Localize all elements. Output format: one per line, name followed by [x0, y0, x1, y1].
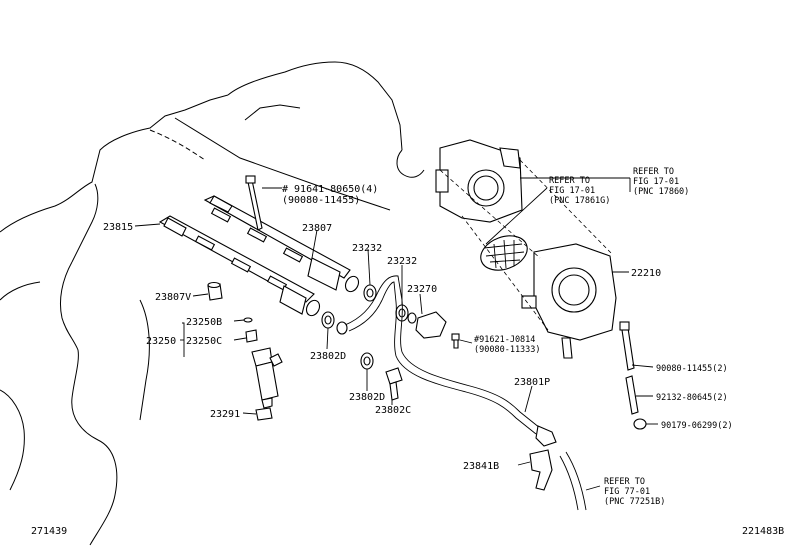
mesh-screen-icon: [480, 235, 528, 271]
footer-left-code: 271439: [31, 526, 67, 537]
label-22210: 22210: [631, 268, 661, 279]
label-bolt-90080-top: (90080-11455): [282, 195, 360, 206]
throttle-body-22210: [521, 243, 617, 359]
leader-lines: [134, 177, 658, 491]
fuel-rail-23815: [158, 215, 321, 317]
label-23250: 23250: [146, 336, 176, 347]
label-23815: 23815: [103, 222, 133, 233]
label-23801p: 23801P: [514, 377, 550, 388]
ref-fig77-line3: (PNC 77251B): [604, 497, 665, 507]
nut-90179-icon: [633, 418, 647, 430]
ref-fig17-right: REFER TO FIG 17-01 (PNC 17860): [633, 167, 689, 197]
label-bolt-91641: # 91641-80650(4): [282, 184, 378, 195]
ref-fig17-right-line3: (PNC 17860): [633, 187, 689, 197]
label-23232-b: 23232: [387, 256, 417, 267]
assembly-dashes-throttle: [439, 159, 613, 331]
label-90080-mid: (90080-11333): [474, 345, 541, 355]
gasket-23802d-a-icon: [321, 311, 335, 329]
label-90080-right: 90080-11455(2): [656, 364, 728, 374]
fuel-pipe-23801p: [336, 275, 557, 447]
label-23232-a: 23232: [352, 243, 382, 254]
label-23802d-a: 23802D: [310, 351, 346, 362]
seal-23291-icon: [255, 407, 273, 421]
stud-92132-icon: [625, 375, 639, 415]
label-92132: 92132-80645(2): [656, 393, 728, 403]
bolt-91621-icon: [451, 333, 460, 349]
label-23291: 23291: [210, 409, 240, 420]
label-23807v: 23807V: [155, 292, 191, 303]
ref-fig17-left-line2: FIG 17-01: [549, 186, 595, 196]
footer-right-code: 221483B: [742, 526, 784, 537]
throttle-body-upper: [435, 139, 523, 223]
ref-fig77-line1: REFER TO: [604, 477, 645, 487]
label-90179: 90179-06299(2): [661, 421, 733, 431]
label-23807: 23807: [302, 223, 332, 234]
ref-fig17-left: REFER TO FIG 17-01 (PNC 17861G): [549, 176, 610, 206]
bracket-23841b-icon: [529, 449, 587, 511]
label-23250c: 23250C: [186, 336, 222, 347]
ref-fig17-left-line3: (PNC 17861G): [549, 196, 610, 206]
insulator-23807v-icon: [207, 281, 223, 301]
bolt-91641-icon: [245, 175, 263, 231]
ref-fig17-left-line1: REFER TO: [549, 176, 590, 186]
ref-fig77: REFER TO FIG 77-01 (PNC 77251B): [604, 477, 665, 507]
engine-outline: [0, 61, 425, 546]
fuel-rail-23807: [203, 195, 360, 293]
bolt-90080-right-icon: [619, 321, 635, 371]
gasket-23232-a-icon: [363, 284, 377, 302]
label-23802c: 23802C: [375, 405, 411, 416]
label-23802d-b: 23802D: [349, 392, 385, 403]
injector-23250-icon: [243, 317, 283, 409]
union-bolt-23802c-icon: [385, 367, 403, 401]
label-23250b: 23250B: [186, 317, 222, 328]
label-23841b: 23841B: [463, 461, 499, 472]
label-23270: 23270: [407, 284, 437, 295]
pressure-regulator-23270-icon: [407, 311, 447, 339]
ref-fig17-right-line2: FIG 17-01: [633, 177, 679, 187]
ref-fig77-line2: FIG 77-01: [604, 487, 650, 497]
label-91621: #91621-J0814: [474, 335, 535, 345]
ref-fig17-right-line1: REFER TO: [633, 167, 674, 177]
gasket-23802d-b-icon: [360, 352, 374, 370]
